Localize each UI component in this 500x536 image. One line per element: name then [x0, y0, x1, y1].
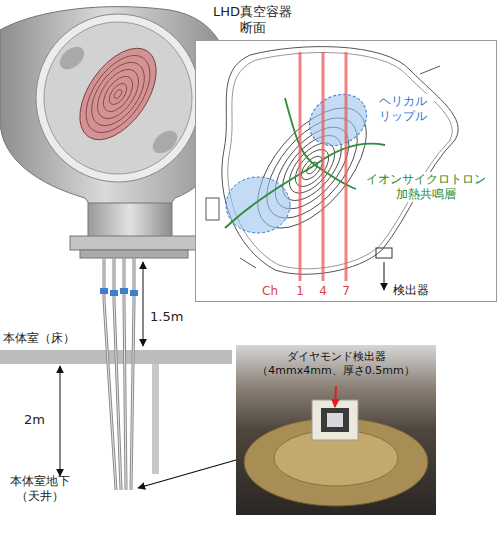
figure-title: LHD真空容器 断面: [205, 4, 300, 37]
dimension-lines-part: [143, 262, 144, 346]
flux-surfaces-render-part: [113, 88, 123, 99]
vacuum-vessel-render-part: [44, 22, 192, 174]
detector-photo-image-part: [236, 345, 436, 515]
detector-pipes: [100, 258, 138, 490]
dimension-lines-part: [60, 366, 61, 476]
flux-surfaces-render-part: [89, 62, 147, 126]
vacuum-vessel-render-part: [70, 236, 198, 250]
detector-label: 検出器: [393, 283, 437, 298]
channel-label: Ch: [262, 284, 284, 299]
vacuum-vessel-render-part: [80, 250, 188, 258]
cross-section-drawing-part: [206, 198, 219, 220]
vacuum-vessel-render-part: [148, 126, 181, 158]
flux-surfaces-render: [64, 35, 171, 153]
region-label: イオンサイクロトロン 加熱共鳴層: [360, 172, 492, 202]
channel-number: 4: [317, 284, 329, 299]
cross-section-drawing-part: [222, 47, 458, 275]
flux-surfaces-render-part: [73, 44, 163, 144]
cross-section-drawing-part: [196, 41, 497, 302]
flux-surfaces-render-part: [81, 53, 155, 135]
dimension-lines-part: [138, 460, 236, 488]
detector-pipes-part: [120, 288, 128, 294]
region-label: ヘリカル リップル: [372, 94, 434, 124]
cross-section-panel: ヘリカル リップルイオンサイクロトロン 加熱共鳴層 Ch 147 検出器: [195, 40, 497, 303]
cross-section-drawing-part: [420, 66, 440, 74]
basement-label: 本体室地下 （天井）: [2, 474, 78, 504]
cross-section-drawing-part: [345, 52, 348, 281]
detector-photo: ダイヤモンド検出器 （4mmx4mm、厚さ0.5mm）: [236, 345, 436, 515]
channel-number: 7: [340, 284, 352, 299]
dimension-label: 2m: [24, 412, 54, 428]
vacuum-vessel-render-part: [55, 42, 88, 74]
cross-section-drawing-part: [299, 52, 302, 281]
vacuum-vessel-render-part: [36, 14, 200, 182]
detector-photo-image-part: [321, 408, 349, 432]
cross-section-drawing-part: [322, 52, 325, 281]
flux-surfaces-part: [289, 144, 335, 192]
vacuum-vessel-render-part: [88, 203, 172, 238]
detector-pipes-part: [110, 290, 118, 296]
floor-and-walls-part: [152, 364, 159, 474]
detector-label: ダイヤモンド検出器 （4mmx4mm、厚さ0.5mm）: [236, 350, 436, 378]
flux-surfaces-render-part: [98, 71, 139, 116]
detector-pipes-part: [130, 290, 138, 296]
cross-section-drawing-part: [384, 262, 385, 290]
cross-section-drawing: [196, 41, 497, 302]
flux-surfaces-render-part: [106, 80, 130, 107]
cross-section-drawing-part: [240, 258, 256, 268]
dimension-label: 1.5m: [150, 309, 190, 325]
detector-photo-image-part: [335, 386, 336, 407]
detector-photo-image: [236, 345, 436, 515]
detector-photo-image-part: [327, 413, 343, 427]
floor-label: 本体室（床）: [3, 331, 85, 346]
cross-section-drawing-part: [300, 84, 376, 156]
cross-section-drawing-part: [228, 53, 452, 269]
cross-section-drawing-part: [376, 248, 392, 258]
detector-pipes-part: [100, 288, 108, 294]
channel-number: 1: [294, 284, 306, 299]
flux-surfaces-render-part: [64, 35, 171, 153]
